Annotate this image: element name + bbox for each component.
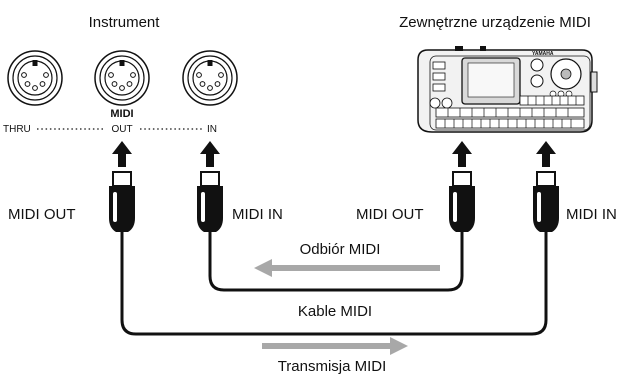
midi-cable-transmit <box>120 232 548 336</box>
midi-plug-icon <box>448 171 476 233</box>
instrument-title: Instrument <box>89 14 161 31</box>
midi-plug-icon <box>532 171 560 233</box>
din-socket-icon <box>7 50 63 106</box>
device-midi-in-label: MIDI IN <box>566 206 617 223</box>
midi-plug-icon <box>196 171 224 233</box>
flow-arrow-icon <box>254 259 440 277</box>
thru-port-label: THRU <box>3 124 31 135</box>
up-arrow-icon <box>452 141 472 167</box>
midi-cable-receive <box>208 232 464 292</box>
up-arrow-icon <box>112 141 132 167</box>
in-port-label: IN <box>207 124 217 135</box>
external-midi-device: YAMAHA <box>417 46 598 133</box>
din-socket-icon <box>182 50 238 106</box>
external-device-title: Zewnętrzne urządzenie MIDI <box>399 14 591 31</box>
flow-arrow-icon <box>262 337 408 355</box>
up-arrow-icon <box>200 141 220 167</box>
device-midi-out-label: MIDI OUT <box>356 206 424 223</box>
din-socket-icon <box>94 50 150 106</box>
instrument-midi-in-label: MIDI IN <box>232 206 283 223</box>
transmit-flow-label: Transmisja MIDI <box>278 358 387 375</box>
midi-port-group-label: MIDI <box>110 108 133 120</box>
receive-flow-label: Odbiór MIDI <box>300 241 381 258</box>
up-arrow-icon <box>536 141 556 167</box>
device-brand-logo: YAMAHA <box>532 51 554 57</box>
cables-label: Kable MIDI <box>298 303 372 320</box>
out-port-label: OUT <box>111 124 132 135</box>
instrument-midi-out-label: MIDI OUT <box>8 206 76 223</box>
midi-plug-icon <box>108 171 136 233</box>
